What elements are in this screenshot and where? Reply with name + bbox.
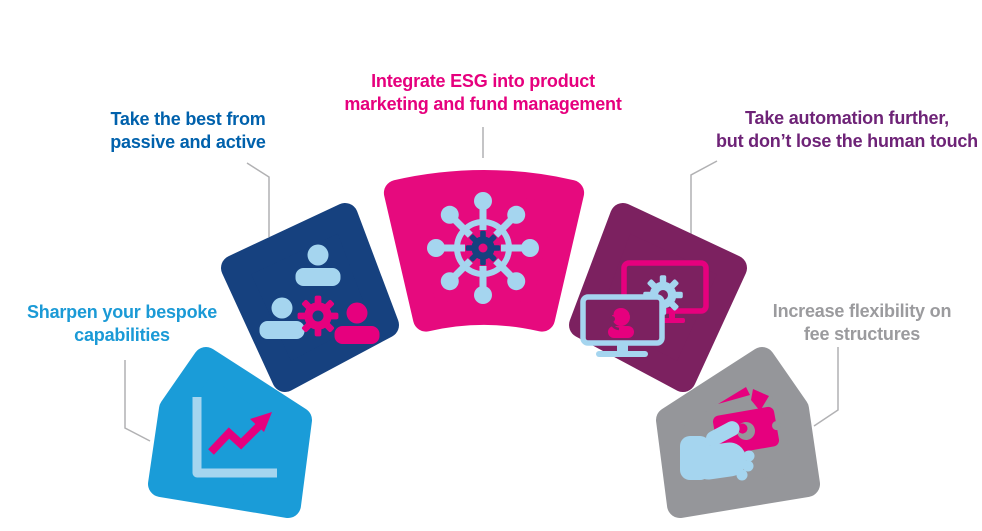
segment-label-fees: Increase flexibility on fee structures — [742, 300, 982, 346]
headset-earpiece — [609, 316, 615, 322]
hand-holding-money-icon — [680, 387, 782, 481]
connector-bespoke — [124, 360, 151, 442]
segment-shape-passive-active — [221, 203, 399, 392]
team-gear-hole — [312, 310, 324, 322]
segment-label-esg: Integrate ESG into product marketing and… — [332, 70, 634, 116]
team-with-gear-icon — [259, 244, 380, 344]
label-line: capabilities — [74, 325, 170, 345]
hand — [680, 421, 755, 481]
hub-ring — [454, 219, 512, 277]
front-monitor-base — [596, 351, 648, 357]
segment-label-passive-active: Take the best from passive and active — [60, 108, 316, 154]
banknote-right-notch — [772, 421, 782, 431]
segment-label-automation: Take automation further, but don’t lose … — [714, 107, 980, 153]
headset-band — [610, 304, 633, 316]
banknote-center-dot — [737, 423, 748, 434]
label-line: passive and active — [110, 132, 266, 152]
front-monitor-stand — [617, 343, 628, 352]
line-chart-rising-arrow-icon — [192, 397, 277, 478]
headset-mic — [610, 321, 620, 331]
label-line: but don’t lose the human touch — [716, 131, 978, 151]
back-monitor-stand — [669, 311, 675, 320]
connector-automation — [690, 160, 718, 235]
chart-arrow-head — [250, 412, 272, 432]
label-line: marketing and fund management — [344, 94, 622, 114]
connector-fees — [813, 347, 839, 427]
segment-label-bespoke: Sharpen your bespoke capabilities — [2, 301, 242, 347]
connector-lines — [124, 127, 839, 442]
support-agent-shoulders — [608, 326, 634, 338]
connector-passive-active — [246, 162, 270, 237]
chart-axes — [192, 397, 277, 478]
support-agent-head — [612, 308, 630, 326]
banknote-fan-1 — [718, 387, 750, 404]
banknote-fan-2 — [751, 389, 769, 411]
label-line: Increase flexibility on — [772, 301, 952, 321]
network-hub-gear-icon — [427, 192, 539, 304]
label-line: Integrate ESG into product — [371, 71, 595, 91]
label-line: Take automation further, — [745, 108, 949, 128]
chart-arrow-line — [208, 422, 263, 455]
hub-spokes — [427, 192, 539, 304]
monitors-support-gear-icon — [580, 260, 709, 357]
hub-gear-hole — [478, 243, 488, 253]
label-line: Sharpen your bespoke — [26, 302, 218, 322]
label-line: Take the best from — [110, 109, 266, 129]
label-line: fee structures — [803, 324, 921, 344]
